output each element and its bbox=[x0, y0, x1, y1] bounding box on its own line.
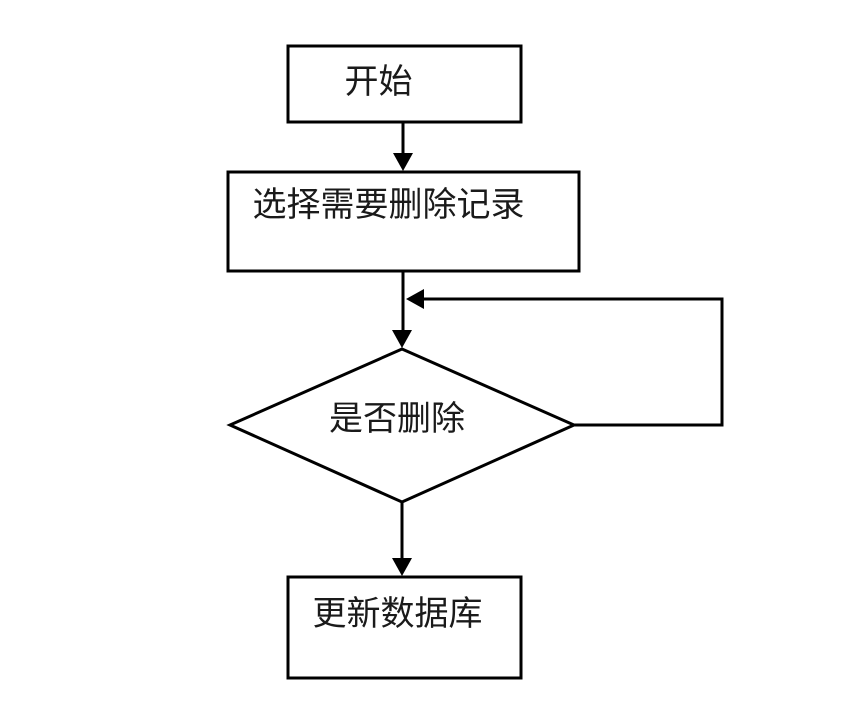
select-box-shape bbox=[226, 170, 581, 273]
edge-loop-back-line bbox=[424, 297, 724, 427]
start-box-shape bbox=[286, 44, 523, 124]
decision-diamond-shape bbox=[226, 347, 578, 504]
edge-select-decision-arrowhead bbox=[392, 330, 412, 348]
edge-loop-back-arrowhead bbox=[406, 289, 424, 309]
update-box-shape bbox=[286, 575, 523, 680]
edge-decision-update-arrowhead bbox=[392, 558, 412, 576]
edge-start-select-arrowhead bbox=[393, 153, 413, 171]
